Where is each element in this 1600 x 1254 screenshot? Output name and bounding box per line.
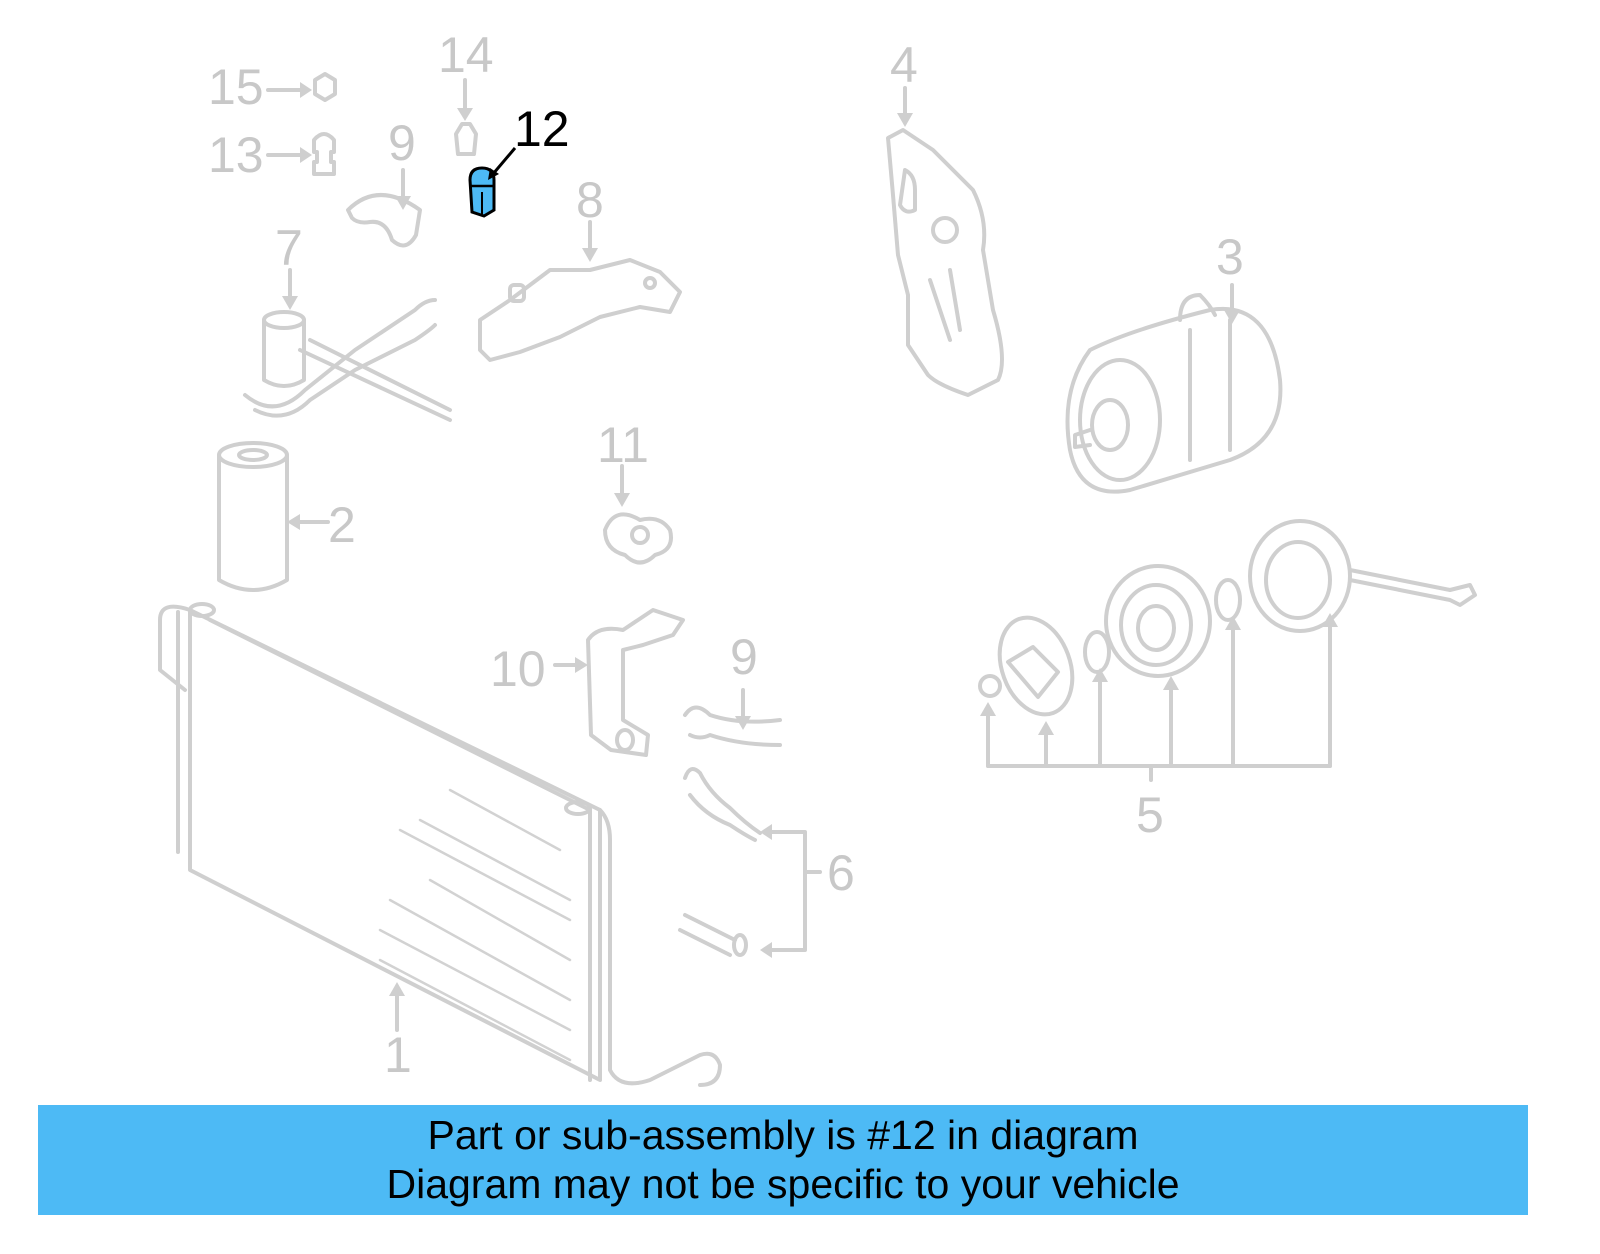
callout-13: 13 [208,127,264,183]
callout-3: 3 [1216,229,1244,285]
part-4-compressor-bracket-icon [886,86,1004,397]
part-5-clutch-assembly-icon [978,519,1477,782]
part-11-grommet-icon [603,464,673,565]
part-12-cap-icon [468,147,517,218]
part-10-bracket-icon [553,608,685,757]
callout-4: 4 [890,37,918,93]
part-15-nut-icon [266,72,337,102]
part-7-hose-assembly-icon [243,268,452,422]
part-13-switch-icon [266,132,336,176]
part-8-bracket-icon [478,220,682,362]
callout-5: 5 [1136,787,1164,843]
part-1-condenser-icon [158,602,722,1087]
part-9-clamp-icon [346,168,422,248]
callout-1: 1 [384,1027,412,1083]
callout-9-bottom: 9 [730,629,758,685]
info-banner: Part or sub-assembly is #12 in diagram D… [38,1105,1528,1215]
callout-7: 7 [275,220,303,276]
banner-part-number-text: Part or sub-assembly is #12 in diagram [427,1112,1139,1158]
part-3-compressor-icon [1065,283,1283,494]
callout-2: 2 [328,497,356,553]
callout-14: 14 [438,27,494,83]
banner-disclaimer-text: Diagram may not be specific to your vehi… [386,1161,1180,1207]
callout-9-top: 9 [388,115,416,171]
callout-15: 15 [208,59,264,115]
callout-8: 8 [576,172,604,228]
callout-12-highlighted: 12 [514,101,570,157]
part-2-receiver-drier-icon [217,441,330,592]
callout-10: 10 [490,641,546,697]
part-14-nut-icon [454,78,478,156]
part-9-hose-icon [683,688,782,747]
callout-11: 11 [597,417,649,473]
part-6-hose-icon [678,767,822,958]
callout-6: 6 [827,845,855,901]
